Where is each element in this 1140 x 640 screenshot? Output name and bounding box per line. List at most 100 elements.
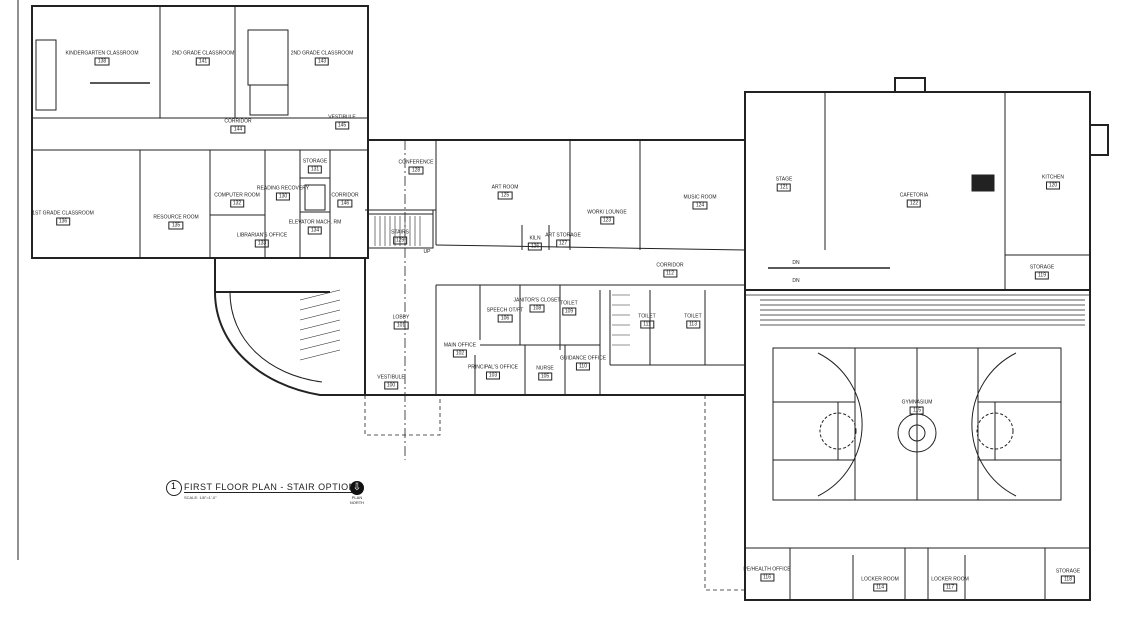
room-number: 129 (392, 236, 408, 245)
room-number: 123 (599, 216, 615, 225)
room-number: 136 (55, 217, 71, 226)
room-number: 118 (1061, 575, 1075, 584)
north-label: PLAN NORTH (349, 495, 365, 505)
room-name: LOBBY (392, 314, 410, 321)
room-number: 106 (497, 314, 513, 323)
drawing-title: FIRST FLOOR PLAN - STAIR OPTION (184, 482, 356, 493)
room-number: 134 (307, 226, 323, 235)
room-name: LOCKER ROOM (861, 576, 899, 583)
room-number: 126 (527, 242, 543, 251)
room-number: 122 (906, 199, 922, 208)
canopy-outline (364, 140, 745, 591)
room-number: 117 (943, 583, 957, 592)
north-arrow: ⇩ PLAN NORTH (345, 481, 369, 505)
interior-walls (32, 6, 1090, 600)
room-name: CORRIDOR (331, 192, 359, 199)
room-name: SPEECH OT/PT (486, 307, 524, 314)
room-number: 110 (576, 362, 590, 371)
room-name: CORRIDOR (224, 118, 252, 125)
room-name: ART STORAGE (545, 232, 581, 239)
room-number: 144 (230, 125, 246, 134)
room-name: STORAGE (302, 158, 328, 165)
room-name: PRINCIPAL'S OFFICE (467, 364, 519, 371)
room-number: 121 (776, 183, 792, 192)
room-name: ELEVATOR MACH. RM (288, 219, 342, 226)
detail-number: 1 (171, 481, 177, 491)
room-number: 141 (195, 57, 211, 66)
detail-number-bubble: 1 (166, 480, 182, 496)
room-number: 146 (337, 199, 353, 208)
room-name: PE/HEALTH OFFICE (743, 566, 791, 573)
room-number: 102 (452, 349, 468, 358)
room-number: 128 (408, 166, 424, 175)
room-number: 145 (334, 121, 350, 130)
room-number: 101 (393, 321, 409, 330)
room-number: 112 (663, 269, 677, 278)
north-arrow-icon: ⇩ (350, 481, 364, 495)
room-name: STAGE (775, 176, 793, 183)
room-name: STORAGE (1029, 264, 1055, 271)
room-number: 109 (561, 307, 577, 316)
room-name: 1ST GRADE CLASSROOM (32, 210, 94, 217)
room-number: 113 (686, 320, 700, 329)
room-name: NURSE (536, 365, 554, 372)
room-number: 127 (555, 239, 571, 248)
room-name: WORK/ LOUNGE (587, 209, 627, 216)
room-number: 133 (254, 239, 270, 248)
room-name: KILN (529, 235, 541, 242)
room-name: TOILET (684, 313, 702, 320)
room-number: 130 (275, 192, 291, 201)
room-name: VESTIBULE (328, 114, 356, 121)
room-name: GYMNASIUM (901, 399, 933, 406)
room-name: CORRIDOR (656, 262, 684, 269)
stair-up-annotation: UP (423, 249, 431, 255)
room-name: JANITOR'S CLOSET (513, 297, 561, 304)
room-number: 108 (529, 304, 545, 313)
room-number: 131 (307, 165, 323, 174)
room-number: 119 (1035, 271, 1049, 280)
room-name: CAFETORIA (899, 192, 929, 199)
gym-court (772, 347, 1062, 501)
